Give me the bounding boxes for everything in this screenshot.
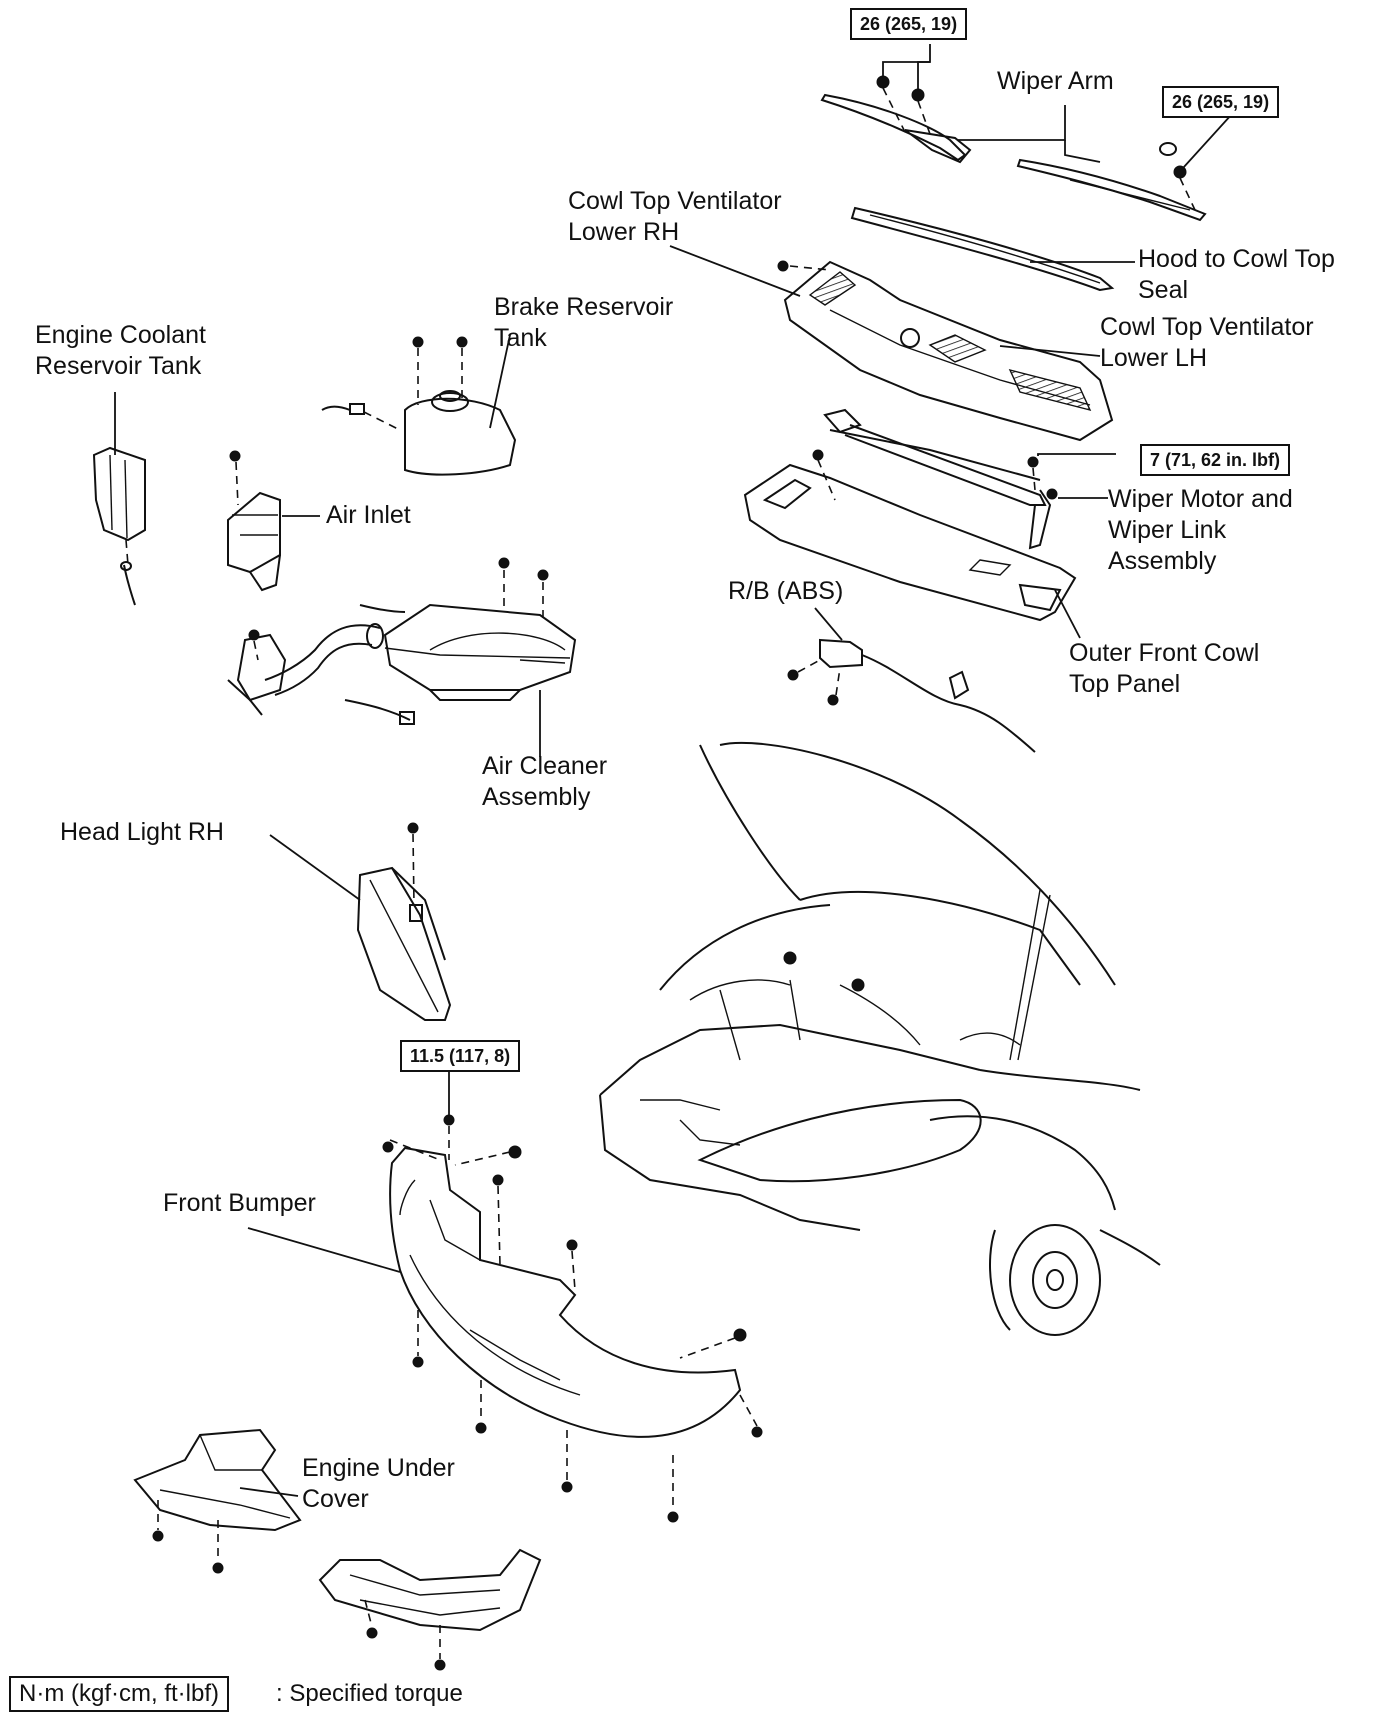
label-engine-coolant-reservoir-tank: Engine Coolant Reservoir Tank (35, 321, 206, 380)
torque-box-front-bumper: 11.5 (117, 8) (400, 1040, 521, 1072)
torque-box-wiper-motor: 7 (71, 62 in. lbf) (1140, 444, 1291, 476)
head-light-rh-part (356, 822, 452, 1021)
label-wiper-motor-link-assembly: Wiper Motor and Wiper Link Assembly (1108, 485, 1293, 575)
label-cowl-top-ventilator-rh: Cowl Top Ventilator Lower RH (568, 187, 782, 246)
legend-unit-box: N·m (kgf·cm, ft·lbf) (9, 1676, 229, 1712)
label-front-bumper: Front Bumper (163, 1189, 316, 1217)
label-cowl-top-ventilator-lh: Cowl Top Ventilator Lower LH (1100, 313, 1314, 372)
label-hood-to-cowl-top-seal: Hood to Cowl Top Seal (1138, 245, 1335, 304)
wiper-arm-left-part (820, 75, 972, 164)
label-outer-front-cowl-top-panel: Outer Front Cowl Top Panel (1069, 639, 1260, 698)
air-cleaner-assembly-part (227, 557, 577, 725)
label-rb-abs: R/B (ABS) (728, 577, 844, 605)
label-wiper-arm: Wiper Arm (997, 67, 1114, 95)
label-air-inlet: Air Inlet (326, 501, 411, 529)
cowl-top-ventilator-part (777, 260, 1114, 442)
torque-box-wiper-arm-right: 26 (265, 19) (1162, 86, 1280, 118)
torque-box-wiper-arm-left: 26 (265, 19) (850, 8, 968, 40)
brake-reservoir-tank-part (321, 336, 517, 476)
label-head-light-rh: Head Light RH (60, 818, 224, 846)
vehicle-body-outline (599, 741, 1161, 1336)
front-bumper-part (382, 1114, 763, 1523)
label-air-cleaner-assembly: Air Cleaner Assembly (482, 752, 608, 811)
engine-under-cover-part (133, 1428, 542, 1671)
wiper-motor-link-part (823, 408, 1058, 550)
engine-coolant-reservoir-part (92, 446, 146, 606)
label-brake-reservoir-tank: Brake Reservoir Tank (494, 293, 674, 352)
label-engine-under-cover: Engine Under Cover (302, 1454, 455, 1513)
hood-cowl-seal-part (850, 206, 1115, 292)
wiper-arm-right-part (1016, 142, 1207, 222)
legend-specified-torque: : Specified torque (276, 1680, 463, 1707)
outer-front-cowl-top-panel-part (743, 449, 1077, 622)
air-inlet-part (227, 450, 281, 592)
relay-block-abs-part (787, 638, 1036, 753)
